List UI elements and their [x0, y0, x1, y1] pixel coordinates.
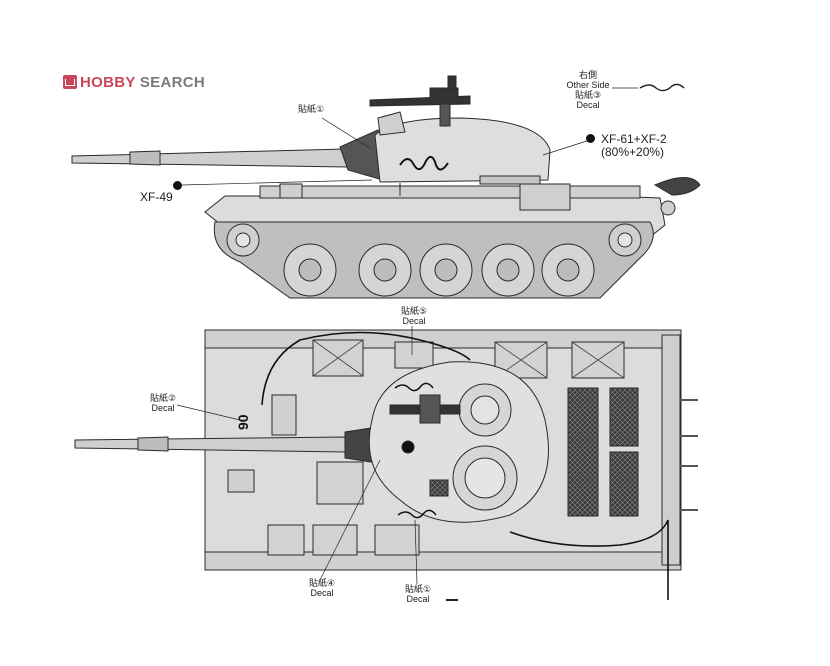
side-turret-decal	[399, 155, 449, 171]
paint-label-xf61: XF-61+XF-2 (80%+20%)	[601, 132, 667, 159]
decal-label-other-side: 右側 Other Side 貼紙③ Decal	[566, 70, 610, 110]
top-turret-decal-bottom	[397, 509, 437, 519]
decal-label-top-4: 貼紙④ Decal	[308, 578, 336, 598]
paint-label-xf49: XF-49	[140, 190, 173, 204]
top-gun-barrel	[74, 436, 346, 453]
top-view: 90	[74, 329, 698, 571]
decal-label-side-1: 貼紙①	[297, 104, 325, 114]
logo-mark-icon	[63, 75, 77, 89]
decal-label-top-5: 貼紙⑤ Decal	[400, 306, 428, 326]
paint-bottle-icon	[586, 134, 595, 143]
decal-label-top-1: 貼紙① Decal	[404, 584, 432, 604]
side-gun-barrel	[71, 148, 349, 168]
decal-label-top-2: 貼紙② Decal	[149, 393, 177, 413]
side-view	[71, 75, 701, 299]
paint-bottle-icon	[173, 181, 182, 190]
hobby-search-logo: HOBBY SEARCH	[63, 73, 205, 91]
top-turret-decal-top	[394, 382, 434, 392]
side-leader-lines	[181, 83, 685, 186]
svg-text:90: 90	[235, 414, 251, 430]
top-leader-lines	[176, 326, 458, 601]
engine-grille-left	[567, 387, 599, 517]
top-cables	[261, 331, 669, 600]
side-road-wheels	[283, 243, 595, 297]
engine-grille-right	[609, 387, 639, 447]
logo-text: HOBBY SEARCH	[80, 73, 206, 91]
